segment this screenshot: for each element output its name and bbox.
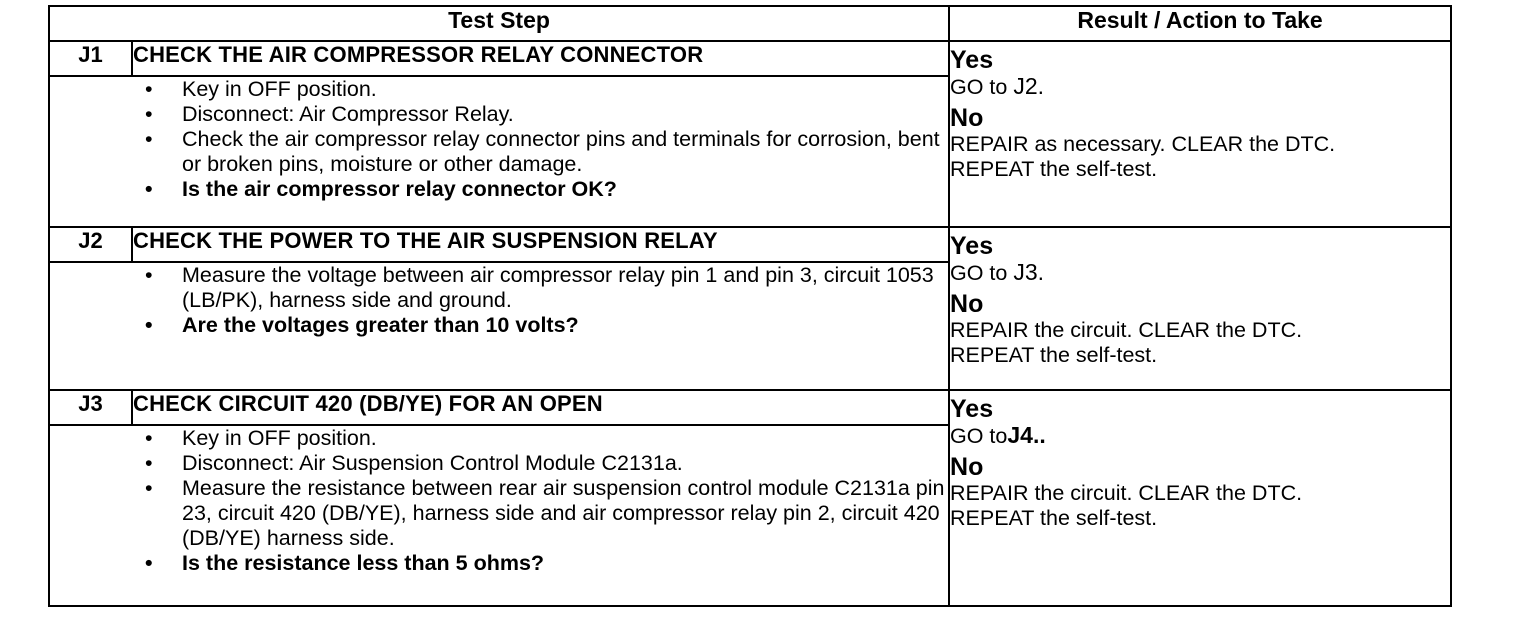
question-item: • Are the voltages greater than 10 volts? — [50, 313, 948, 338]
yes-action: GO to J3. — [950, 260, 1450, 286]
bullet-item: • Disconnect: Air Suspension Control Modu… — [50, 451, 948, 476]
goto-target: J3. — [1013, 259, 1045, 286]
yes-action: GO to J2. — [950, 74, 1450, 100]
no-action-line-1: REPAIR the circuit. CLEAR the DTC. — [950, 318, 1303, 343]
step-body-j2: • Measure the voltage between air compres… — [47, 261, 951, 391]
step-title: CHECK THE POWER TO THE AIR SUSPENSION RE… — [130, 226, 951, 264]
diagnostic-table: Test Step Result / Action to Take J1 CHE… — [47, 5, 1453, 608]
step-title-row-j1: J1 CHECK THE AIR COMPRESSOR RELAY CONNEC… — [48, 39, 1453, 229]
bullet-dot-icon: • — [145, 177, 153, 201]
step-body-row-j1: • Key in OFF position. • Disconnect: Air C… — [47, 74, 1451, 229]
bullet-dot-icon: • — [145, 263, 153, 288]
step-title-row-j3: J3 CHECK CIRCUIT 420 (DB/YE) FOR AN OPEN… — [48, 388, 1453, 608]
yes-label: Yes — [950, 46, 994, 74]
question-item: • Is the air compressor relay connector O… — [50, 177, 948, 202]
step-body-j1: • Key in OFF position. • Disconnect: Air C… — [47, 74, 951, 229]
header-test-step: Test Step — [47, 5, 951, 42]
step-bullets: • Key in OFF position. • Disconnect: Air S… — [50, 426, 948, 576]
bullet-item: • Key in OFF position. — [50, 77, 948, 102]
no-label: No — [950, 104, 984, 132]
bullet-text: Disconnect: Air Suspension Control Modul… — [182, 450, 683, 475]
bullet-dot-icon: • — [145, 425, 153, 450]
bullet-text: Key in OFF position. — [182, 425, 377, 450]
no-label: No — [950, 452, 984, 481]
no-action-line-2: REPEAT the self-test. — [950, 343, 1158, 368]
no-action-line-2: REPEAT the self-test. — [950, 505, 1158, 530]
step-body-row-j2: • Measure the voltage between air compres… — [47, 261, 1451, 391]
bullet-text: Measure the resistance between rear air … — [182, 475, 945, 550]
goto-target: J2. — [1013, 73, 1045, 99]
goto-text: GO to — [950, 261, 1014, 286]
step-id: J2 — [48, 226, 133, 264]
bullet-text: Disconnect: Air Compressor Relay. — [182, 102, 514, 126]
step-body-j3: • Key in OFF position. • Disconnect: Air S… — [47, 423, 951, 608]
header-result-action: Result / Action to Take — [948, 5, 1453, 42]
yes-label: Yes — [950, 232, 994, 261]
step-title-row-j2: J2 CHECK THE POWER TO THE AIR SUSPENSION… — [48, 226, 1453, 391]
goto-target: J4.. — [1007, 421, 1046, 448]
bullet-dot-icon: • — [145, 550, 153, 575]
header-row: Test Step Result / Action to Take — [47, 5, 1453, 42]
result-cell-j2: Yes GO to J3. No REPAIR the circuit. CLE… — [948, 226, 1453, 391]
bullet-dot-icon: • — [145, 77, 153, 101]
step-bullets: • Measure the voltage between air compres… — [50, 263, 948, 338]
step-body-row-j3: • Key in OFF position. • Disconnect: Air S… — [47, 423, 1451, 608]
bullet-dot-icon: • — [145, 102, 153, 126]
step-id: J1 — [48, 40, 133, 77]
bullet-dot-icon: • — [145, 127, 153, 151]
bullet-item: • Check the air compressor relay connecto… — [50, 127, 948, 177]
no-action-line-1: REPAIR as necessary. CLEAR the DTC. — [950, 132, 1336, 156]
step-title: CHECK THE AIR COMPRESSOR RELAY CONNECTOR — [130, 40, 951, 77]
bullet-item: • Measure the resistance between rear air… — [50, 476, 948, 551]
step-title: CHECK CIRCUIT 420 (DB/YE) FOR AN OPEN — [130, 388, 951, 426]
step-bullets: • Key in OFF position. • Disconnect: Air C… — [50, 77, 948, 202]
bullet-text: Key in OFF position. — [182, 77, 377, 101]
bullet-dot-icon: • — [145, 313, 153, 338]
yes-action: GO toJ4.. — [950, 421, 1450, 449]
no-label: No — [950, 290, 984, 319]
no-action-line-2: REPEAT the self-test. — [950, 157, 1158, 181]
yes-label: Yes — [950, 394, 994, 423]
result-cell-j1: Yes GO to J2. No REPAIR as necessary. CL… — [948, 39, 1453, 229]
question-text: Are the voltages greater than 10 volts? — [182, 313, 579, 338]
bullet-dot-icon: • — [145, 475, 153, 500]
question-text: Is the air compressor relay connector OK… — [182, 177, 617, 201]
result-cell-j3: Yes GO toJ4.. No REPAIR the circuit. CLE… — [948, 388, 1453, 608]
no-action-line-1: REPAIR the circuit. CLEAR the DTC. — [950, 480, 1303, 505]
bullet-item: • Measure the voltage between air compres… — [50, 263, 948, 313]
bullet-item: • Key in OFF position. — [50, 426, 948, 451]
step-id: J3 — [48, 388, 133, 426]
bullet-text: Measure the voltage between air compress… — [182, 263, 934, 313]
question-item: • Is the resistance less than 5 ohms? — [50, 551, 948, 576]
bullet-text: Check the air compressor relay connector… — [182, 127, 940, 176]
goto-text: GO to — [950, 75, 1014, 99]
bullet-dot-icon: • — [145, 450, 153, 475]
question-text: Is the resistance less than 5 ohms? — [182, 550, 545, 575]
bullet-item: • Disconnect: Air Compressor Relay. — [50, 102, 948, 127]
goto-text: GO to — [950, 423, 1008, 448]
